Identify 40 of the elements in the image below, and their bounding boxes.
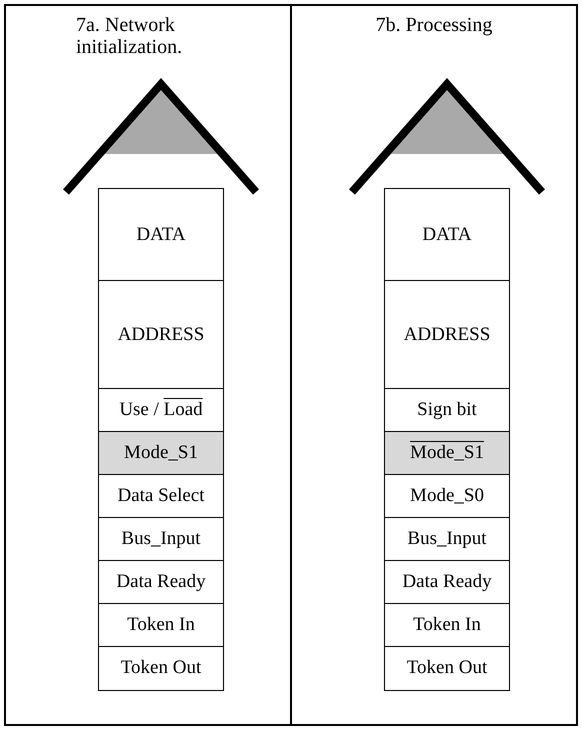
field-label: Bus_Input [407,528,487,550]
field-cell [98,560,224,604]
field-label: Mode_S1 [410,442,484,464]
field-label: Data Ready [116,571,206,594]
field-cell [98,646,224,690]
field-label: Use / Load [119,399,203,422]
field-cell [384,603,510,648]
field-cell [384,188,510,282]
panel-title: 7a. Network initialization. [75,14,184,58]
field-cell [384,560,510,604]
field-label: ADDRESS [404,324,490,346]
field-label: Mode_S1 [124,442,198,464]
field-label: Token In [413,614,481,636]
field-cell [384,646,510,690]
field-label: Token Out [406,657,488,680]
field-label: ADDRESS [118,324,204,346]
field-cell [98,188,224,282]
panel-title: 7b. Processing [374,14,494,36]
field-cell [98,517,224,562]
panel-frame [290,4,578,726]
shaded-field-cell [98,431,224,476]
field-cell [384,388,510,432]
field-label: Sign bit [417,399,477,422]
field-label: Data Ready [402,571,492,594]
shaded-field-cell [384,431,510,476]
field-cell [98,474,224,518]
field-cell [384,280,510,390]
panel-frame [4,4,292,726]
field-label: Token In [127,614,195,636]
field-cell [98,388,224,432]
field-label: Data Select [117,485,205,508]
field-label: Mode_S0 [410,485,484,508]
field-label: DATA [422,224,472,246]
field-label: Bus_Input [121,528,201,550]
field-cell [384,517,510,562]
field-label: DATA [136,224,186,246]
field-cell [98,280,224,390]
field-cell [384,474,510,518]
field-cell [98,603,224,648]
field-label: Token Out [120,657,202,680]
